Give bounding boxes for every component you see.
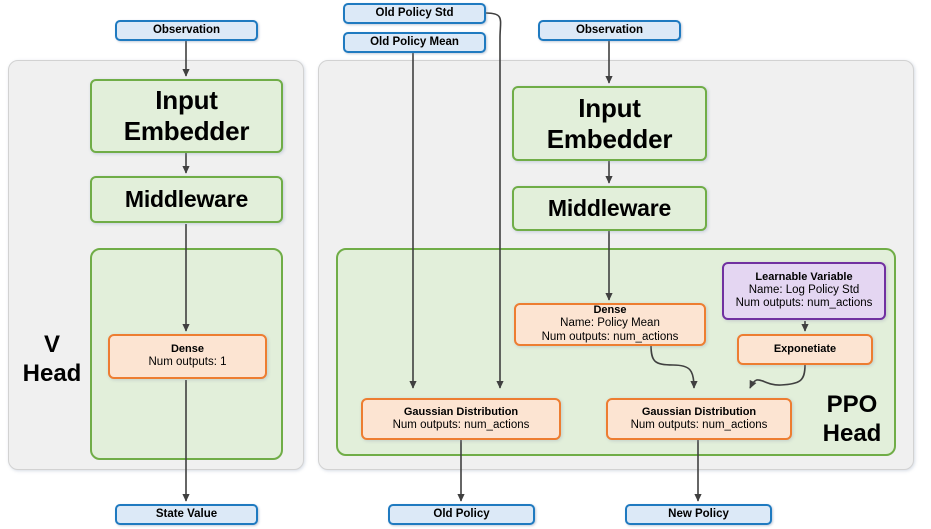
ppo-middleware[interactable]: Middleware (512, 186, 707, 231)
output-new-policy-label: New Policy (668, 507, 729, 520)
ppo-input-embedder-label: Input Embedder (546, 92, 673, 154)
input-observation-v[interactable]: Observation (115, 20, 258, 41)
v-dense-outputs: Num outputs: 1 (148, 356, 227, 369)
gaussian-new-outputs: Num outputs: num_actions (630, 418, 768, 431)
ppo-exponetiate-title: Exponetiate (773, 343, 837, 356)
output-new-policy[interactable]: New Policy (625, 504, 772, 525)
input-observation-ppo-label: Observation (575, 23, 644, 36)
output-state-value-label: State Value (155, 507, 218, 520)
learnable-variable-title: Learnable Variable (755, 270, 853, 283)
ppo-learnable-variable-log-policy-std[interactable]: Learnable Variable Name: Log Policy Std … (722, 262, 886, 320)
learnable-variable-name: Name: Log Policy Std (748, 283, 860, 296)
gaussian-new-title: Gaussian Distribution (641, 405, 757, 418)
output-old-policy-label: Old Policy (433, 507, 490, 520)
learnable-variable-outputs: Num outputs: num_actions (735, 297, 873, 310)
input-old-policy-mean-label: Old Policy Mean (370, 35, 459, 48)
gaussian-old-title: Gaussian Distribution (403, 405, 519, 418)
input-old-policy-std-label: Old Policy Std (375, 6, 454, 19)
ppo-gaussian-distribution-old[interactable]: Gaussian Distribution Num outputs: num_a… (361, 398, 561, 440)
ppo-middleware-label: Middleware (547, 194, 672, 221)
ppo-input-embedder[interactable]: Input Embedder (512, 86, 707, 161)
input-old-policy-mean[interactable]: Old Policy Mean (343, 32, 486, 53)
v-head-label: V Head (14, 330, 90, 389)
ppo-head-label-line2: Head (822, 420, 882, 448)
output-old-policy[interactable]: Old Policy (388, 504, 535, 525)
input-observation-ppo[interactable]: Observation (538, 20, 681, 41)
v-dense[interactable]: Dense Num outputs: 1 (108, 334, 267, 379)
ppo-dense-outputs: Num outputs: num_actions (541, 330, 679, 343)
ppo-gaussian-distribution-new[interactable]: Gaussian Distribution Num outputs: num_a… (606, 398, 792, 440)
v-input-embedder-label: Input Embedder (123, 85, 250, 146)
v-dense-title: Dense (170, 343, 205, 356)
ppo-dense-title: Dense (593, 304, 627, 317)
v-head-label-line2: Head (22, 360, 82, 388)
ppo-dense-name: Name: Policy Mean (560, 317, 660, 330)
v-head-label-line1: V (43, 331, 60, 358)
ppo-head-label: PPO Head (806, 390, 898, 449)
v-middleware-label: Middleware (124, 185, 249, 212)
output-state-value[interactable]: State Value (115, 504, 258, 525)
input-old-policy-std[interactable]: Old Policy Std (343, 3, 486, 24)
ppo-head-label-line1: PPO (826, 391, 878, 418)
ppo-dense-policy-mean[interactable]: Dense Name: Policy Mean Num outputs: num… (514, 303, 706, 346)
input-observation-v-label: Observation (152, 23, 221, 36)
ppo-exponetiate[interactable]: Exponetiate (737, 334, 873, 365)
v-input-embedder[interactable]: Input Embedder (90, 79, 283, 153)
gaussian-old-outputs: Num outputs: num_actions (392, 418, 530, 431)
v-middleware[interactable]: Middleware (90, 176, 283, 223)
